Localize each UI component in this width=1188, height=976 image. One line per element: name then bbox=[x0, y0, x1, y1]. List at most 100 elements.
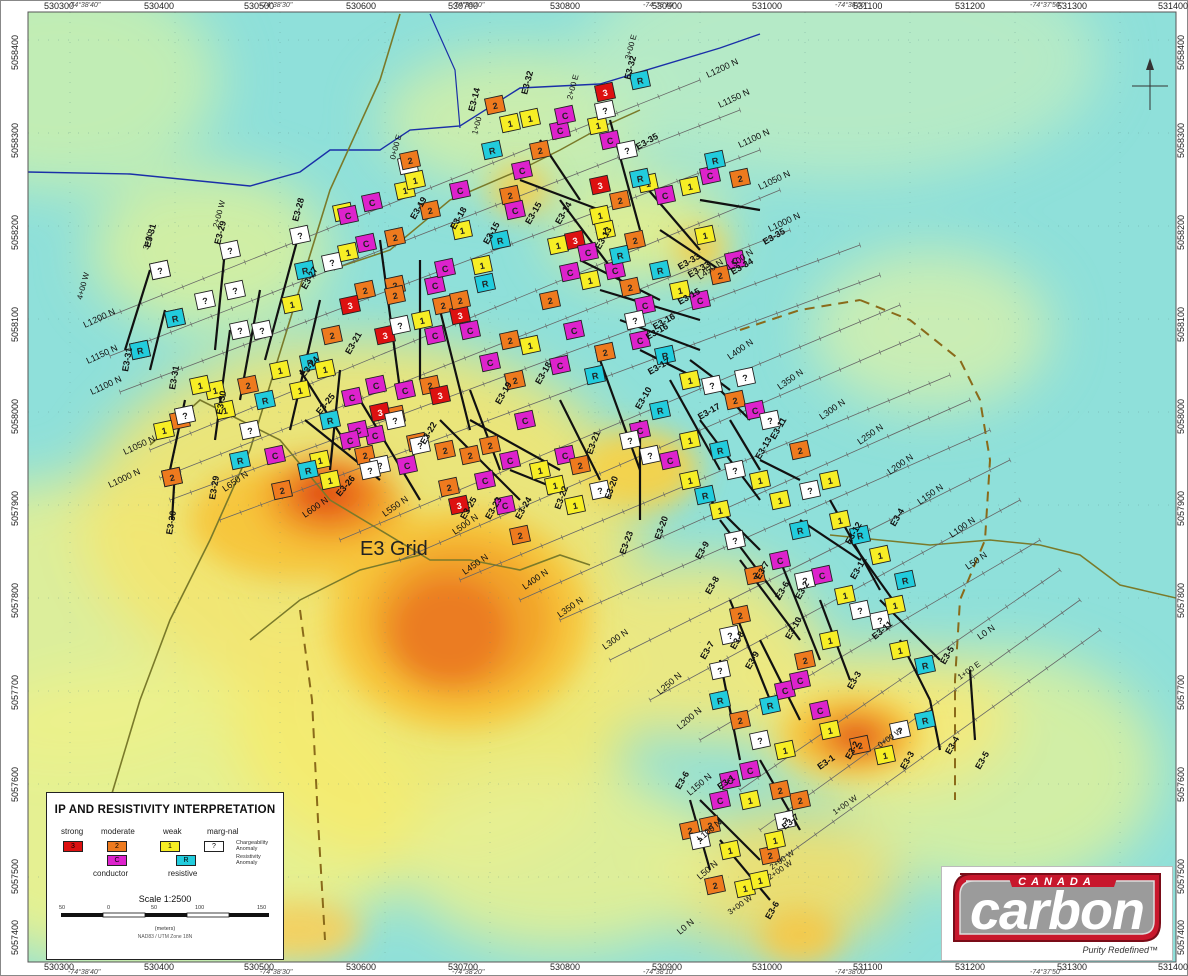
anomaly-marker-strong: 3 bbox=[373, 324, 397, 346]
survey-tick bbox=[638, 411, 642, 417]
survey-tick bbox=[796, 845, 800, 850]
anomaly-square bbox=[448, 289, 472, 311]
survey-tick bbox=[311, 380, 314, 386]
survey-tick bbox=[169, 439, 172, 445]
anomaly-symbol: 1 bbox=[687, 476, 694, 487]
anomaly-square bbox=[638, 444, 662, 466]
anomaly-symbol: 1 bbox=[702, 231, 709, 242]
survey-tick bbox=[813, 832, 818, 837]
survey-tick bbox=[1062, 653, 1067, 658]
survey-tick bbox=[616, 110, 619, 116]
anomaly-square bbox=[723, 249, 747, 271]
anomaly-symbol: C bbox=[611, 265, 620, 276]
survey-tick bbox=[158, 475, 162, 481]
right-northing-label: 5057800 bbox=[1176, 582, 1186, 618]
left-northing-label: 5057800 bbox=[10, 582, 20, 618]
anomaly-square bbox=[253, 389, 277, 411]
anomaly-square bbox=[268, 359, 292, 381]
heat-blob-soft bbox=[810, 250, 1050, 410]
anomaly-symbol: C bbox=[796, 675, 805, 686]
survey-tick bbox=[587, 343, 590, 348]
survey-tick bbox=[823, 602, 827, 608]
survey-tick bbox=[688, 617, 692, 623]
survey-tick bbox=[738, 107, 742, 113]
survey-tick bbox=[580, 570, 583, 576]
anomaly-marker-marginal: ? bbox=[638, 444, 662, 466]
anomaly-marker-marginal: ? bbox=[868, 609, 892, 631]
legend-swatch-strong: 3 bbox=[63, 841, 83, 852]
anomaly-symbol: ? bbox=[376, 461, 383, 472]
anomaly-marker-weak: 1 bbox=[773, 739, 797, 761]
survey-tick bbox=[631, 364, 634, 370]
survey-tick bbox=[574, 127, 578, 133]
anomaly-marker-weak: 1 bbox=[410, 309, 434, 331]
left-northing-label: 5057900 bbox=[10, 490, 20, 526]
anomaly-marker-moderate: 2 bbox=[528, 139, 552, 161]
survey-tick bbox=[908, 507, 912, 513]
anomaly-square bbox=[768, 779, 792, 801]
north-arrow-head bbox=[1146, 58, 1154, 70]
anomaly-square bbox=[340, 386, 364, 408]
anomaly-symbol: 2 bbox=[507, 191, 514, 202]
survey-tick bbox=[372, 355, 375, 361]
trend-line bbox=[559, 399, 601, 481]
anomaly-marker-weak: 1 bbox=[818, 629, 842, 651]
survey-tick bbox=[651, 356, 655, 362]
anomaly-square bbox=[678, 469, 702, 491]
survey-tick bbox=[646, 283, 649, 289]
anomaly-marker-conductor: C bbox=[338, 429, 362, 451]
anomaly-marker-marginal: ? bbox=[388, 314, 412, 336]
anomaly-symbol: 3 bbox=[377, 408, 384, 419]
anomaly-marker-weak: 1 bbox=[868, 544, 892, 566]
survey-tick bbox=[607, 335, 611, 341]
anomaly-symbol: 1 bbox=[777, 496, 784, 507]
survey-tick bbox=[304, 319, 307, 325]
anomaly-marker-conductor: C bbox=[628, 329, 652, 351]
anomaly-symbol: 2 bbox=[440, 301, 447, 312]
anomaly-symbol: 1 bbox=[289, 300, 296, 311]
survey-tick bbox=[1040, 579, 1044, 585]
anomaly-marker-conductor: C bbox=[458, 319, 482, 341]
survey-tick bbox=[520, 551, 523, 557]
anomaly-symbol: R bbox=[636, 75, 645, 86]
anomaly-symbol: 2 bbox=[427, 206, 434, 217]
survey-tick bbox=[210, 482, 213, 487]
anomaly-marker-conductor: C bbox=[473, 469, 497, 491]
survey-tick bbox=[507, 410, 510, 416]
anomaly-marker-moderate: 2 bbox=[270, 479, 294, 501]
right-northing-label: 5057400 bbox=[1176, 919, 1186, 955]
anomaly-square bbox=[423, 324, 447, 346]
survey-tick bbox=[419, 404, 423, 410]
survey-tick bbox=[968, 436, 971, 442]
survey-tick bbox=[748, 243, 751, 249]
survey-tick bbox=[755, 704, 759, 709]
anomaly-marker-conductor: C bbox=[393, 379, 417, 401]
anomaly-symbol: ? bbox=[181, 411, 188, 422]
anomaly-marker-strong: 3 bbox=[593, 81, 617, 103]
survey-tick bbox=[119, 309, 122, 315]
anomaly-square bbox=[288, 224, 312, 246]
anomaly-square bbox=[288, 379, 312, 401]
anomaly-square bbox=[160, 466, 184, 488]
survey-tick bbox=[979, 518, 983, 524]
survey-tick bbox=[765, 634, 769, 640]
anomaly-symbol: 1 bbox=[602, 226, 609, 237]
survey-tick bbox=[693, 341, 696, 347]
anomaly-marker-moderate: 2 bbox=[728, 167, 752, 189]
survey-tick bbox=[555, 279, 558, 285]
survey-tick bbox=[358, 529, 362, 535]
grid-boundary-north bbox=[739, 299, 861, 331]
anomaly-marker-weak: 1 bbox=[748, 469, 772, 491]
anomaly-marker-moderate: 2 bbox=[618, 276, 642, 298]
anomaly-symbol: 1 bbox=[537, 466, 544, 477]
road-line-1 bbox=[109, 13, 401, 801]
top-easting-label: 530500 bbox=[244, 1, 275, 11]
scale-bar bbox=[61, 912, 269, 918]
anomaly-square bbox=[728, 167, 752, 189]
survey-tick bbox=[618, 420, 622, 425]
anomaly-symbol: ? bbox=[781, 816, 788, 827]
anomaly-marker-moderate: 2 bbox=[793, 649, 817, 671]
anomaly-symbol: 2 bbox=[717, 271, 724, 282]
anomaly-square bbox=[518, 334, 542, 356]
anomaly-marker-marginal: ? bbox=[358, 459, 382, 481]
